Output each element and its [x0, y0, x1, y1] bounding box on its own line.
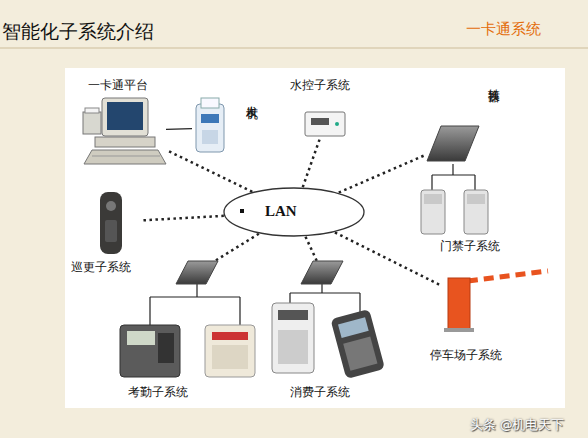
dotted-link	[166, 150, 252, 192]
water-controller-led	[335, 122, 339, 126]
computer-illustration	[83, 98, 166, 164]
solid-link	[452, 164, 453, 175]
terminal-keypad	[212, 345, 248, 369]
patrol-stick-illustration	[100, 192, 122, 254]
pos-body	[272, 303, 314, 373]
network-connector	[143, 216, 224, 220]
subsystem-node: 消费子系统	[262, 293, 390, 404]
terminal-body	[205, 325, 255, 377]
terminal-body	[120, 325, 180, 377]
node-label: 水控子系统	[290, 79, 350, 93]
network-connector	[166, 150, 252, 192]
card-issuer-illustration	[196, 98, 224, 152]
dotted-link	[339, 155, 426, 193]
node-label: 发卡机	[244, 97, 258, 100]
monitor-frame	[102, 98, 148, 136]
dotted-link	[335, 232, 440, 285]
computer-case	[95, 137, 155, 147]
subsystem-node: 发卡机	[192, 95, 262, 160]
network-connector	[339, 155, 426, 193]
solid-link	[166, 128, 192, 130]
subsystem-node: 考勤子系统	[112, 297, 262, 404]
network-connector	[166, 128, 192, 130]
network-connector	[303, 138, 320, 187]
terminal-display	[212, 332, 248, 340]
node-label: 考勤子系统	[128, 386, 188, 400]
issuer-screen	[201, 114, 219, 123]
dotted-link	[303, 138, 320, 187]
patrol-grip	[105, 220, 117, 242]
node-label: 消费子系统	[290, 386, 350, 400]
reader-top	[424, 194, 442, 204]
bullet-mark	[240, 209, 244, 213]
hub-symbol	[176, 261, 218, 284]
dotted-link	[143, 216, 224, 220]
reader-body	[464, 190, 488, 234]
printer-paper	[85, 108, 99, 113]
barrier-base	[444, 328, 474, 332]
subsystem-node: 转换器	[426, 78, 506, 164]
branch-wire	[432, 175, 475, 190]
subsystem-node: 水控子系统	[285, 76, 360, 138]
barrier-gate-illustration	[444, 271, 548, 332]
node-label: 门禁子系统	[440, 240, 500, 254]
pos-terminal-illustration	[272, 303, 385, 379]
subsystem-node: 门禁子系统	[415, 175, 510, 258]
keyboard-keys	[92, 156, 160, 157]
subsystem-node: 停车场子系统	[440, 268, 550, 367]
network-connector	[335, 232, 440, 285]
subsystem-node: 一卡通平台	[78, 76, 166, 168]
slide-title: 智能化子系统介绍	[2, 19, 154, 45]
water-controller-window	[311, 118, 329, 125]
branch-wire	[150, 297, 240, 325]
issuer-card	[201, 98, 219, 108]
node-label: 转换器	[486, 80, 500, 83]
header-rule	[0, 47, 588, 48]
network-ellipse: LAN	[223, 187, 365, 237]
diagram-panel	[65, 68, 565, 408]
keyboard	[84, 150, 166, 164]
patrol-body	[100, 192, 122, 254]
hub-symbol	[301, 261, 343, 284]
node-label: LAN	[265, 202, 297, 220]
issuer-body	[196, 104, 224, 152]
monitor-screen	[107, 102, 143, 130]
access-reader-illustration	[421, 190, 488, 234]
terminal-screen	[127, 331, 155, 345]
terminal-keypad	[158, 333, 174, 363]
reader-body	[421, 190, 445, 234]
printer-body	[83, 112, 101, 134]
handheld-keys	[343, 337, 377, 371]
subsystem-node: 巡更子系统	[68, 185, 143, 280]
node-label: 一卡通平台	[88, 79, 148, 93]
handheld-body	[330, 309, 385, 379]
attendance-terminal-illustration	[120, 325, 255, 377]
pos-screen	[278, 310, 308, 320]
barrier-post	[448, 278, 470, 330]
reader-top	[467, 194, 485, 204]
handheld-pos	[330, 309, 385, 379]
issuer-pad	[202, 130, 218, 144]
node-label: 巡更子系统	[71, 261, 131, 275]
handheld-screen	[338, 317, 369, 338]
converter-symbol	[427, 126, 479, 161]
node-label: 停车场子系统	[430, 349, 502, 363]
water-controller-illustration	[305, 112, 345, 136]
ellipse-shape	[224, 188, 364, 236]
section-label: 一卡通系统	[466, 20, 541, 39]
pos-keypad	[278, 330, 308, 364]
watermark: 头条 @机电天下	[470, 417, 564, 434]
network-connector	[453, 164, 454, 175]
patrol-head	[106, 201, 116, 211]
water-controller-body	[305, 112, 345, 136]
